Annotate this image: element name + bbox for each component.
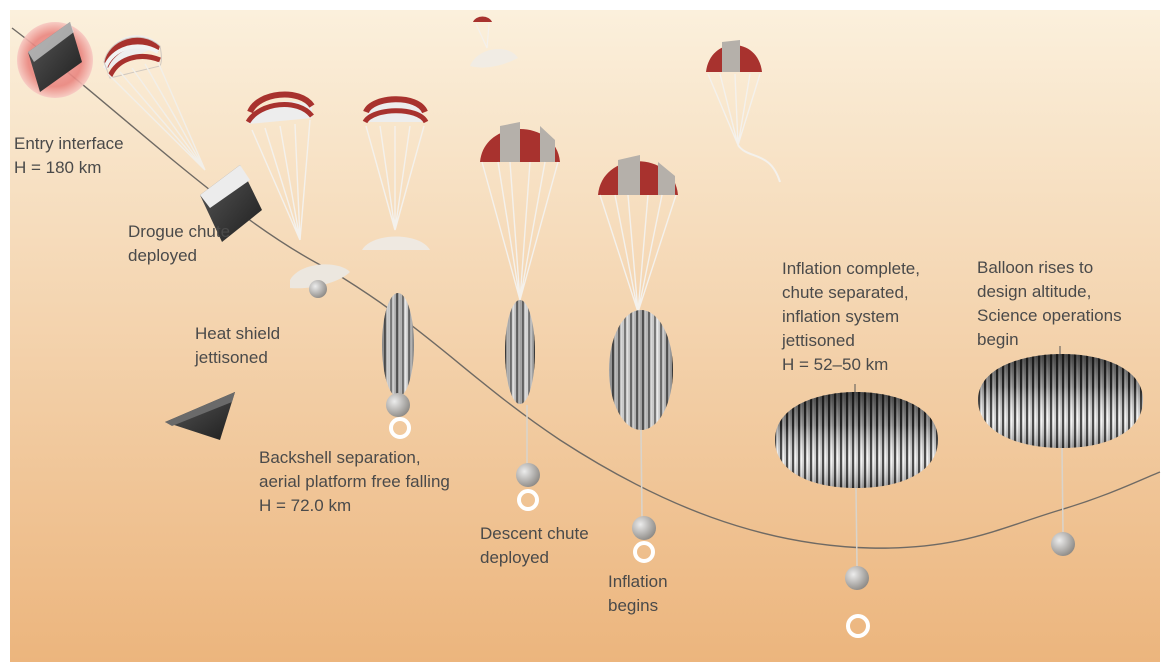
descent-chute	[480, 122, 560, 301]
separated-chute	[706, 40, 781, 183]
label-entry-line-2: H = 180 km	[14, 158, 102, 177]
drogue-capsule	[200, 165, 262, 242]
full-balloon-complete	[775, 384, 938, 638]
label-descent-line-2: deployed	[480, 548, 550, 567]
entry-aeroshell	[28, 22, 82, 92]
drogue-chute-2	[245, 91, 315, 241]
label-entry-line-1: Entry interface	[14, 134, 124, 153]
backshell-cover	[362, 236, 430, 250]
label-heatshield-line-2: jettisoned	[195, 348, 268, 367]
label-rises-line-3: Science operations	[977, 306, 1122, 325]
inflating-balloon	[609, 310, 673, 563]
backshell-chute	[362, 96, 430, 250]
label-complete-line-4: jettisoned	[782, 331, 855, 350]
label-drogue-line-2: deployed	[128, 246, 198, 265]
label-drogue-line-1: Drogue chute	[128, 222, 231, 241]
inflation-chute	[598, 155, 678, 313]
label-complete-line-1: Inflation complete,	[782, 259, 920, 278]
packed-balloon-1	[382, 293, 414, 439]
label-heat-shield: Heat shield jettisoned	[195, 322, 280, 370]
label-entry-interface: Entry interface H = 180 km	[14, 132, 124, 180]
label-inflation-complete: Inflation complete, chute separated, inf…	[782, 257, 920, 377]
drogue-canopy-1	[103, 36, 162, 79]
label-descent-chute: Descent chute deployed	[480, 522, 589, 570]
atmosphere-background	[10, 10, 1160, 662]
label-drogue-chute: Drogue chute deployed	[128, 220, 230, 268]
label-backshell-line-1: Backshell separation,	[259, 448, 421, 467]
packed-balloon-2	[505, 300, 540, 511]
label-balloon-rises: Balloon rises to design altitude, Scienc…	[977, 256, 1122, 352]
drogue-chute-1	[103, 35, 206, 171]
label-inflation-line-2: begins	[608, 596, 659, 615]
label-complete-line-3: inflation system	[782, 307, 900, 326]
label-backshell-line-2: aerial platform free falling	[259, 472, 450, 491]
label-backshell-separation: Backshell separation, aerial platform fr…	[259, 446, 450, 518]
label-heatshield-line-1: Heat shield	[195, 324, 281, 343]
separated-backshell	[470, 16, 518, 68]
label-rises-line-2: design altitude,	[977, 282, 1092, 301]
label-rises-line-4: begin	[977, 330, 1019, 349]
label-complete-line-2: chute separated,	[782, 283, 909, 302]
entry-capsule	[17, 22, 93, 98]
jettisoned-heat-shield	[165, 392, 235, 440]
label-descent-line-1: Descent chute	[480, 524, 589, 543]
label-complete-line-5: H = 52–50 km	[782, 355, 889, 374]
label-inflation-line-1: Inflation	[608, 572, 668, 591]
label-inflation-begins: Inflation begins	[608, 570, 668, 618]
separating-heat-shield	[290, 264, 350, 298]
label-rises-line-1: Balloon rises to	[977, 258, 1094, 277]
full-balloon-design-altitude	[978, 346, 1143, 556]
label-backshell-line-3: H = 72.0 km	[259, 496, 352, 515]
